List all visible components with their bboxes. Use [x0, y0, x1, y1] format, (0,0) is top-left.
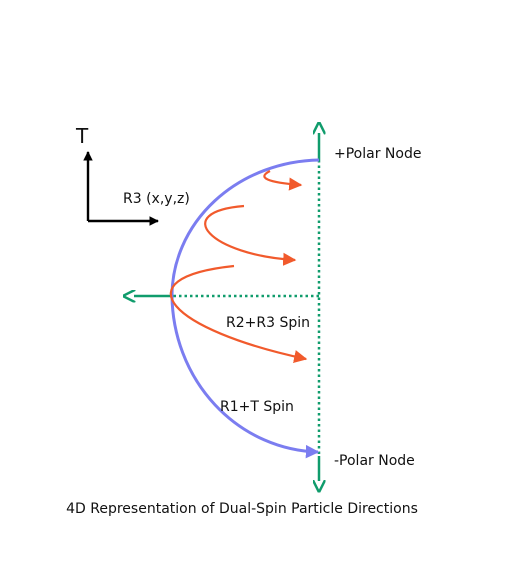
- inner-spin-label: R2+R3 Spin: [226, 315, 310, 331]
- outer-spin-label: R1+T Spin: [220, 399, 294, 415]
- time-axis-label: T: [75, 124, 89, 148]
- polar-axis: [134, 133, 319, 481]
- inner-spin-curve-top: [263, 170, 303, 191]
- inner-spin-curve-middle: [204, 204, 297, 266]
- diagram-caption: 4D Representation of Dual-Spin Particle …: [66, 501, 418, 517]
- space-axis-label: R3 (x,y,z): [123, 191, 190, 207]
- positive-polar-node-label: +Polar Node: [334, 146, 421, 162]
- inner-spin-curve-bottom: [169, 264, 308, 363]
- inner-spin-curves: [169, 170, 308, 363]
- negative-polar-node-label: -Polar Node: [334, 453, 415, 469]
- reference-axes: [83, 151, 159, 226]
